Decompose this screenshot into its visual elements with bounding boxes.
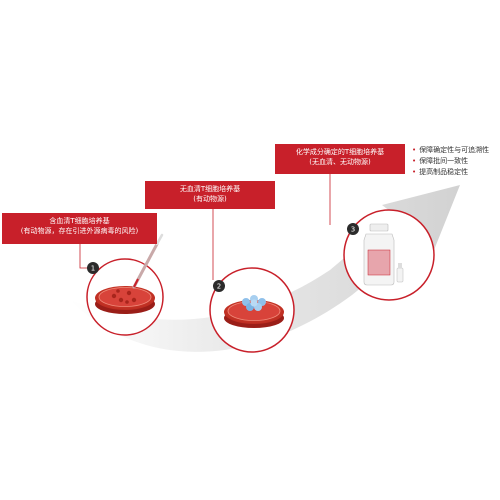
petri-dish-with-cells-icon [224, 295, 284, 328]
benefits-list: •保障确定性与可追溯性 •保障批间一致性 •提高制品稳定性 [412, 145, 489, 178]
step-2-title: 无血清T细胞培养基 [179, 185, 241, 193]
bullet-icon: • [412, 157, 417, 165]
petri-dish-with-pipette-icon [95, 233, 164, 314]
benefit-item: •保障批间一致性 [412, 157, 469, 165]
benefit-item: •提高制品稳定性 [412, 168, 469, 176]
bullet-icon: • [412, 168, 417, 176]
leader-lines [79, 174, 331, 280]
step-badge-3: 3 [347, 223, 359, 235]
stage-1 [86, 233, 164, 336]
step-1-title: 含血清T细胞培养基 [49, 217, 110, 225]
step-number-1: 1 [91, 265, 95, 273]
step-badge-1: 1 [87, 262, 99, 274]
benefit-item: •保障确定性与可追溯性 [412, 146, 490, 154]
step-3-subtitle: (无血清、无动物源) [309, 158, 371, 166]
step-3-title: 化学成分确定的T细胞培养基 [295, 148, 385, 156]
step-number-2: 2 [217, 283, 221, 291]
step-2-subtitle: (有动物源) [193, 195, 227, 203]
bullet-icon: • [412, 146, 417, 154]
step-number-3: 3 [351, 226, 355, 234]
stage-2 [209, 267, 295, 353]
medium-bottle-icon [363, 223, 404, 286]
step-3-label-box: 化学成分确定的T细胞培养基 (无血清、无动物源) [275, 144, 405, 174]
step-2-label-box: 无血清T细胞培养基 (有动物源) [145, 181, 275, 209]
stage-3 [343, 209, 435, 301]
step-1-subtitle: (有动物源，存在引进外源病毒的风险) [20, 227, 139, 235]
step-badge-2: 2 [213, 280, 225, 292]
step-1-label-box: 含血清T细胞培养基 (有动物源，存在引进外源病毒的风险) [2, 213, 157, 244]
